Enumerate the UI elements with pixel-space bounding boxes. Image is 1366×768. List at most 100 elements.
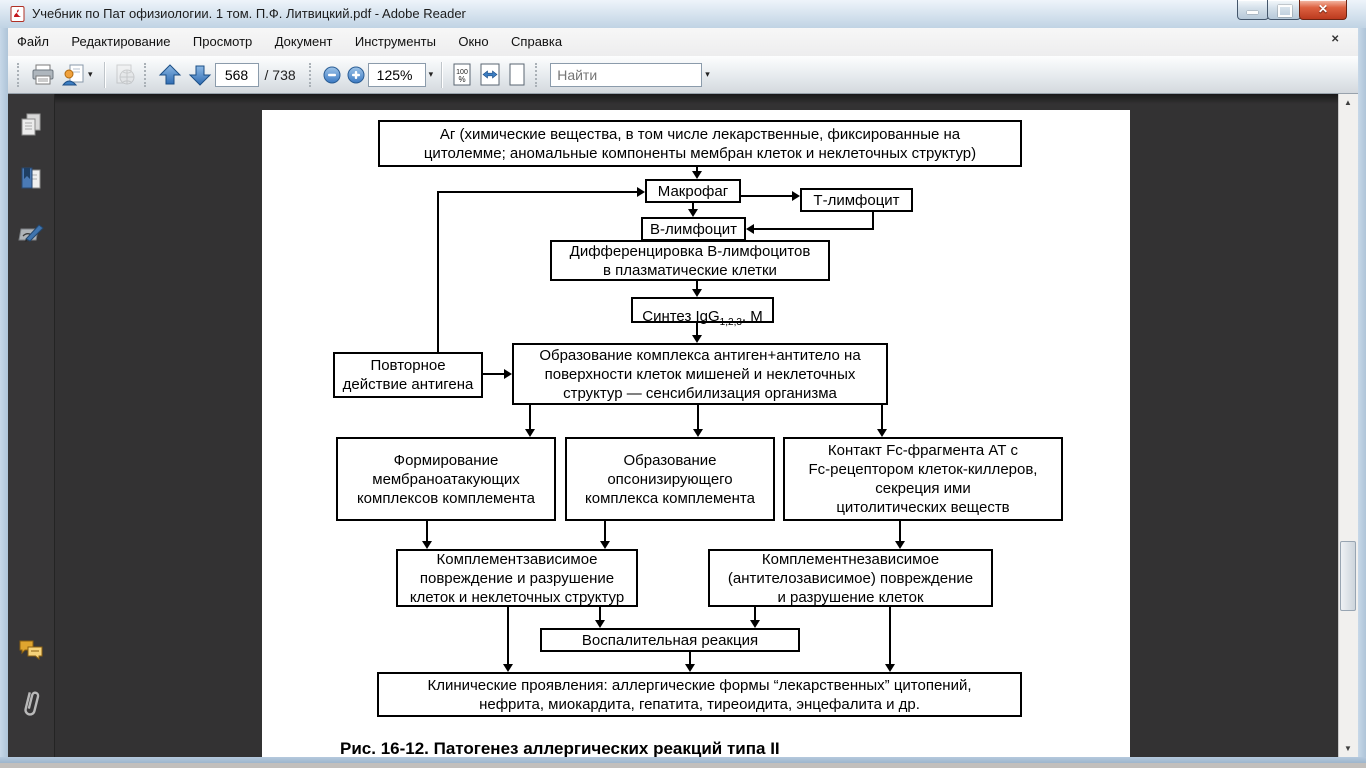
pdf-page: Аг (химические вещества, в том числе лек… bbox=[262, 110, 1130, 757]
connector bbox=[696, 281, 698, 291]
connector bbox=[872, 212, 874, 230]
connector bbox=[754, 607, 756, 622]
maximize-icon bbox=[1278, 5, 1292, 17]
toolbar-shadow bbox=[55, 94, 1338, 104]
toolbar-grip[interactable] bbox=[17, 62, 23, 87]
menu-bar: Файл Редактирование Просмотр Документ Ин… bbox=[8, 28, 1358, 57]
connector bbox=[529, 405, 531, 431]
minimize-button[interactable] bbox=[1237, 0, 1269, 20]
single-page-view-button[interactable] bbox=[504, 61, 530, 89]
zoom-dropdown-caret-icon[interactable]: ▾ bbox=[428, 69, 434, 79]
flow-box-synthesis: Синтез IgG1,2,3, М bbox=[631, 297, 774, 328]
zoom-out-button[interactable] bbox=[320, 64, 344, 86]
menubar-close-icon[interactable]: ✕ bbox=[1331, 34, 1340, 45]
svg-text:%: % bbox=[459, 75, 466, 84]
arrowhead bbox=[692, 171, 702, 179]
menu-file[interactable]: Файл bbox=[17, 34, 49, 49]
arrowhead bbox=[746, 224, 754, 234]
arrow-up-icon bbox=[158, 63, 181, 84]
zoom-in-button[interactable] bbox=[344, 64, 368, 86]
comments-icon bbox=[19, 640, 43, 661]
fit-width-button[interactable] bbox=[476, 61, 504, 89]
arrowhead bbox=[750, 620, 760, 628]
flow-box-mac-formation: Формирование мембраноатакующих комплексо… bbox=[336, 437, 556, 521]
plus-circle-icon bbox=[347, 66, 365, 83]
signatures-button[interactable] bbox=[17, 218, 45, 248]
scroll-up-icon: ▲ bbox=[1344, 98, 1352, 107]
menu-window[interactable]: Окно bbox=[458, 34, 489, 49]
page-count-label: / 738 bbox=[264, 66, 296, 83]
toolbar-grip[interactable] bbox=[143, 62, 150, 87]
flow-box-b-lymphocyte: В-лимфоцит bbox=[641, 217, 746, 241]
comments-button[interactable] bbox=[17, 635, 45, 665]
toolbar-separator bbox=[103, 61, 106, 88]
single-page-icon bbox=[509, 63, 525, 85]
find-input[interactable] bbox=[550, 62, 703, 87]
menu-view[interactable]: Просмотр bbox=[192, 34, 253, 49]
arrowhead bbox=[895, 541, 905, 549]
connector bbox=[752, 228, 874, 230]
connector bbox=[507, 607, 509, 666]
previous-page-button[interactable] bbox=[155, 61, 185, 89]
connector bbox=[692, 203, 694, 211]
arrowhead bbox=[503, 664, 513, 672]
flow-box-fc-contact: Контакт Fc-фрагмента АТ с Fc-рецептором … bbox=[783, 437, 1063, 521]
vertical-scrollbar[interactable] bbox=[1338, 94, 1358, 757]
toolbar: ▾ / 738 ▾ bbox=[8, 56, 1358, 94]
connector bbox=[696, 323, 698, 337]
minimize-icon bbox=[1247, 11, 1258, 14]
toolbar-grip[interactable] bbox=[535, 62, 541, 87]
scroll-up-button[interactable]: ▲ bbox=[1338, 94, 1358, 111]
connector bbox=[437, 191, 439, 352]
connector bbox=[881, 405, 883, 431]
toolbar-grip[interactable] bbox=[308, 62, 315, 87]
attachments-button[interactable] bbox=[17, 689, 45, 719]
title-bar: Учебник по Пат офизиологии. 1 том. П.Ф. … bbox=[0, 0, 1366, 29]
arrowhead bbox=[504, 369, 512, 379]
flow-box-complex-formation: Образование комплекса антиген+антитело н… bbox=[512, 343, 888, 405]
maximize-button[interactable] bbox=[1267, 0, 1301, 20]
connector bbox=[697, 405, 699, 431]
page-number-input[interactable] bbox=[214, 62, 259, 87]
menu-edit[interactable]: Редактирование bbox=[71, 34, 171, 49]
arrowhead bbox=[637, 187, 645, 197]
connector bbox=[889, 607, 891, 666]
share-document-icon bbox=[61, 64, 84, 85]
actual-size-button[interactable]: 100 % bbox=[448, 61, 476, 89]
menu-help[interactable]: Справка bbox=[511, 34, 563, 49]
minus-circle-icon bbox=[323, 66, 341, 83]
arrowhead bbox=[877, 429, 887, 437]
zoom-level-input[interactable] bbox=[367, 62, 426, 87]
flow-box-clinical: Клинические проявления: аллергические фо… bbox=[377, 672, 1022, 717]
navigation-sidebar bbox=[8, 94, 55, 757]
print-button[interactable] bbox=[28, 62, 58, 88]
connector bbox=[741, 195, 794, 197]
globe-page-icon bbox=[116, 64, 135, 84]
scroll-down-button[interactable]: ▼ bbox=[1338, 740, 1358, 757]
close-button[interactable]: ✕ bbox=[1299, 0, 1347, 20]
share-document-button[interactable]: ▾ bbox=[58, 62, 99, 88]
bookmarks-button[interactable] bbox=[17, 164, 45, 194]
connector bbox=[689, 652, 691, 666]
flow-box-complement-independent: Комплементнезависимое (антителозависимое… bbox=[708, 549, 993, 607]
next-page-button[interactable] bbox=[185, 61, 215, 89]
arrowhead bbox=[422, 541, 432, 549]
scrollbar-thumb[interactable] bbox=[1340, 541, 1356, 611]
bookmarks-icon bbox=[21, 167, 41, 189]
flow-box-opsonizing: Образование опсонизирующего комплекса ко… bbox=[565, 437, 775, 521]
paperclip-icon bbox=[24, 691, 40, 716]
close-icon: ✕ bbox=[1317, 2, 1329, 16]
flow-box-t-lymphocyte: Т-лимфоцит bbox=[800, 188, 913, 212]
find-dropdown-caret-icon[interactable]: ▾ bbox=[705, 69, 710, 79]
signature-pen-icon bbox=[18, 224, 44, 242]
menu-document[interactable]: Документ bbox=[274, 34, 333, 49]
printer-icon bbox=[32, 64, 54, 84]
arrowhead bbox=[688, 209, 698, 217]
connector bbox=[604, 521, 606, 543]
arrow-down-icon bbox=[188, 65, 211, 86]
svg-text:100: 100 bbox=[456, 69, 468, 76]
window-border-left bbox=[0, 28, 8, 763]
arrowhead bbox=[792, 191, 800, 201]
menu-tools[interactable]: Инструменты bbox=[354, 34, 436, 49]
page-thumbnails-button[interactable] bbox=[17, 110, 45, 140]
